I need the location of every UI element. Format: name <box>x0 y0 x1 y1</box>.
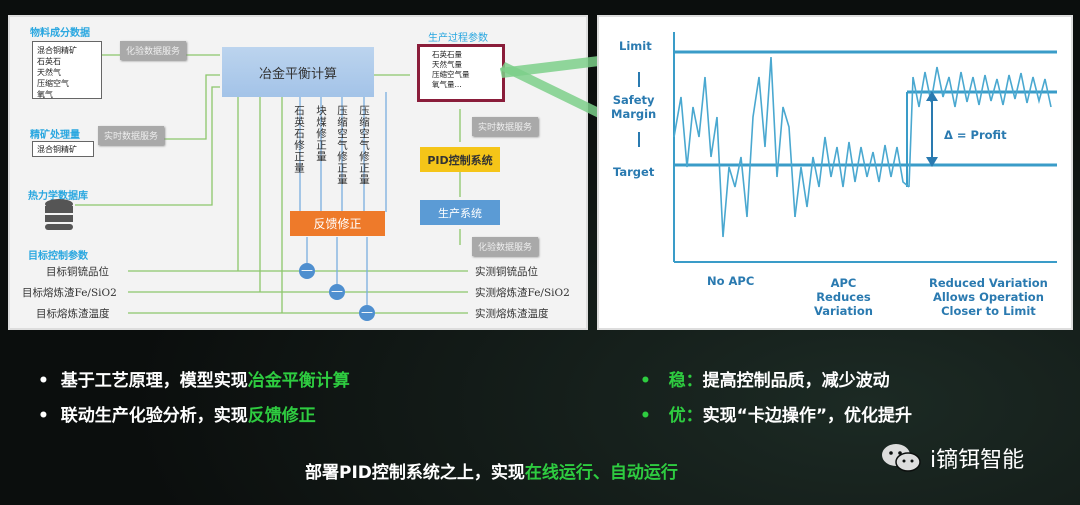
no-apc-label: No APC <box>707 274 755 288</box>
material-title: 物料成分数据 <box>30 28 90 39</box>
bullet-dot: • <box>640 406 651 426</box>
bullet-dot: • <box>38 406 49 426</box>
bullet-3: • 稳：提高控制品质，减少波动 <box>640 366 890 391</box>
measured-label: 实测铜锍品位 <box>475 266 538 278</box>
process-title: 生产过程参数 <box>428 33 488 44</box>
brand-watermark: i镝铒智能 <box>880 442 1024 474</box>
material-item: 压缩空气 <box>37 79 69 88</box>
realtime-service-tag-2: 实时数据服务 <box>472 117 539 136</box>
material-item: 石英石 <box>37 57 61 66</box>
bottom-highlight: 在线运行、自动运行 <box>524 463 678 483</box>
production-box: 生产系统 <box>420 200 500 225</box>
flow-diagram-panel: 物料成分数据 混合铜精矿 石英石 天然气 压缩空气 氧气 化验数据服务 精矿处理… <box>8 15 588 330</box>
concentrate-doc: 混合铜精矿 <box>32 141 94 157</box>
bullet-highlight: 反馈修正 <box>247 406 316 426</box>
material-item: 混合铜精矿 <box>37 46 77 55</box>
process-item: 压缩空气量 <box>432 70 470 79</box>
process-item: 天然气量 <box>432 60 462 69</box>
material-item: 天然气 <box>37 68 61 77</box>
bullet-1: • 基于工艺原理，模型实现冶金平衡计算 <box>38 366 350 391</box>
target-title: 目标控制参数 <box>28 251 88 262</box>
bullet-dot: • <box>38 371 49 391</box>
correction-label: 压缩空气修正量 <box>336 105 348 186</box>
database-icon <box>45 199 73 230</box>
process-item: 石英石量 <box>432 50 462 59</box>
target-label: 目标铜锍品位 <box>46 266 109 278</box>
realtime-service-tag: 实时数据服务 <box>98 126 165 145</box>
minus-icon: — <box>299 263 315 279</box>
target-label: 目标熔炼渣Fe/SiO2 <box>22 287 117 299</box>
apc-chart-panel: Limit Safety Margin Target Δ = Profit No… <box>597 15 1073 330</box>
brand-name: i镝铒智能 <box>930 448 1025 473</box>
apc-label: APC Reduces Variation <box>814 276 873 318</box>
green-pointer-arrows <box>500 38 680 158</box>
balance-calc-box: 冶金平衡计算 <box>222 47 374 97</box>
process-doc: 石英石量 天然气量 压缩空气量 氧气量... <box>417 44 505 102</box>
lab-service-tag-2: 化验数据服务 <box>472 237 539 256</box>
pid-box: PID控制系统 <box>420 147 500 172</box>
connector-lines <box>75 54 468 314</box>
bullet-highlight: 冶金平衡计算 <box>247 371 350 391</box>
bullet-highlight: 稳： <box>668 371 703 391</box>
minus-icon: — <box>329 284 345 300</box>
safety-margin-label: Safety Margin <box>611 93 657 121</box>
no-apc-series <box>673 56 796 238</box>
wechat-icon <box>882 444 921 472</box>
reduced-series <box>908 66 1052 188</box>
correction-label: 石英石修正量 <box>293 105 305 174</box>
bottom-statement: 部署PID控制系统之上，实现在线运行、自动运行 <box>305 458 678 483</box>
correction-label: 块煤修正量 <box>315 105 327 163</box>
bullet-text: 实现“卡边操作”，优化提升 <box>702 406 912 426</box>
lab-service-tag: 化验数据服务 <box>120 41 187 60</box>
process-item: 氧气量... <box>432 80 462 89</box>
target-label: Target <box>613 165 655 179</box>
feedback-box: 反馈修正 <box>290 211 385 236</box>
concentrate-title: 精矿处理量 <box>30 130 80 141</box>
material-doc: 混合铜精矿 石英石 天然气 压缩空气 氧气 <box>32 41 102 99</box>
material-item: 氧气 <box>37 90 53 99</box>
profit-label: Δ = Profit <box>944 128 1007 142</box>
limit-label: Limit <box>619 39 652 53</box>
bullet-highlight: 优： <box>668 406 703 426</box>
minus-icon: — <box>359 305 375 321</box>
bullet-4: • 优：实现“卡边操作”，优化提升 <box>640 401 912 426</box>
apc-chart <box>638 32 1057 263</box>
bullet-dot: • <box>640 371 651 391</box>
bullet-text: 联动生产化验分析，实现 <box>60 406 248 426</box>
target-label: 目标熔炼渣温度 <box>36 308 110 320</box>
measured-label: 实测熔炼渣温度 <box>475 308 549 320</box>
thermo-title: 热力学数据库 <box>28 191 88 202</box>
bullet-text: 基于工艺原理，模型实现 <box>60 371 248 391</box>
apc-series <box>794 136 910 218</box>
bullet-text: 提高控制品质，减少波动 <box>702 371 890 391</box>
measured-label: 实测熔炼渣Fe/SiO2 <box>475 287 570 299</box>
bullet-2: • 联动生产化验分析，实现反馈修正 <box>38 401 316 426</box>
reduced-variation-label: Reduced Variation Allows Operation Close… <box>929 276 1048 318</box>
correction-label: 压缩空气修正量 <box>358 105 370 186</box>
bottom-text: 部署PID控制系统之上，实现 <box>305 463 525 483</box>
